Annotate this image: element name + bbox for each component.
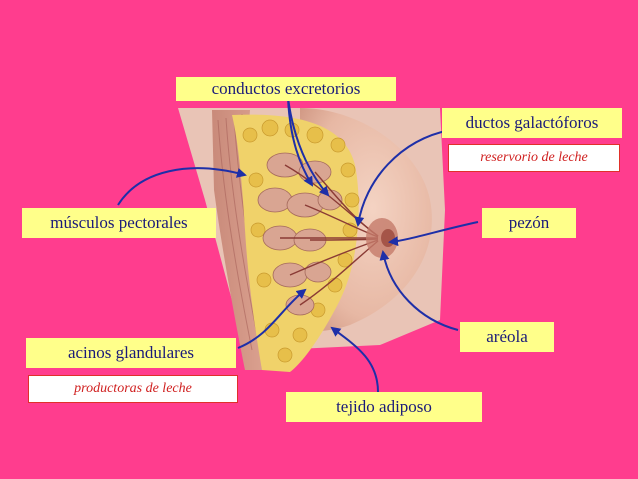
arrow-conductos-2 — [287, 97, 330, 197]
note-reservorio: reservorio de leche — [448, 144, 620, 172]
label-ductos-galactoforos: ductos galactóforos — [442, 108, 622, 138]
arrow-tejido — [330, 326, 379, 393]
arrow-areola — [379, 250, 459, 331]
arrow-musculos — [117, 167, 247, 206]
label-pezon: pezón — [482, 208, 576, 238]
label-conductos-excretorios: conductos excretorios — [176, 77, 396, 101]
label-areola: aréola — [460, 322, 554, 352]
label-tejido-adiposo: tejido adiposo — [286, 392, 482, 422]
pointer-arrows — [117, 97, 479, 393]
nipple — [381, 229, 395, 247]
arrow-acinos — [237, 288, 307, 349]
arrow-ductos — [354, 129, 451, 227]
label-acinos-glandulares: acinos glandulares — [26, 338, 236, 368]
note-productoras: productoras de leche — [28, 375, 238, 403]
label-musculos-pectorales: músculos pectorales — [22, 208, 216, 238]
arrow-pezon — [388, 221, 479, 247]
arrow-conductos — [287, 97, 314, 187]
